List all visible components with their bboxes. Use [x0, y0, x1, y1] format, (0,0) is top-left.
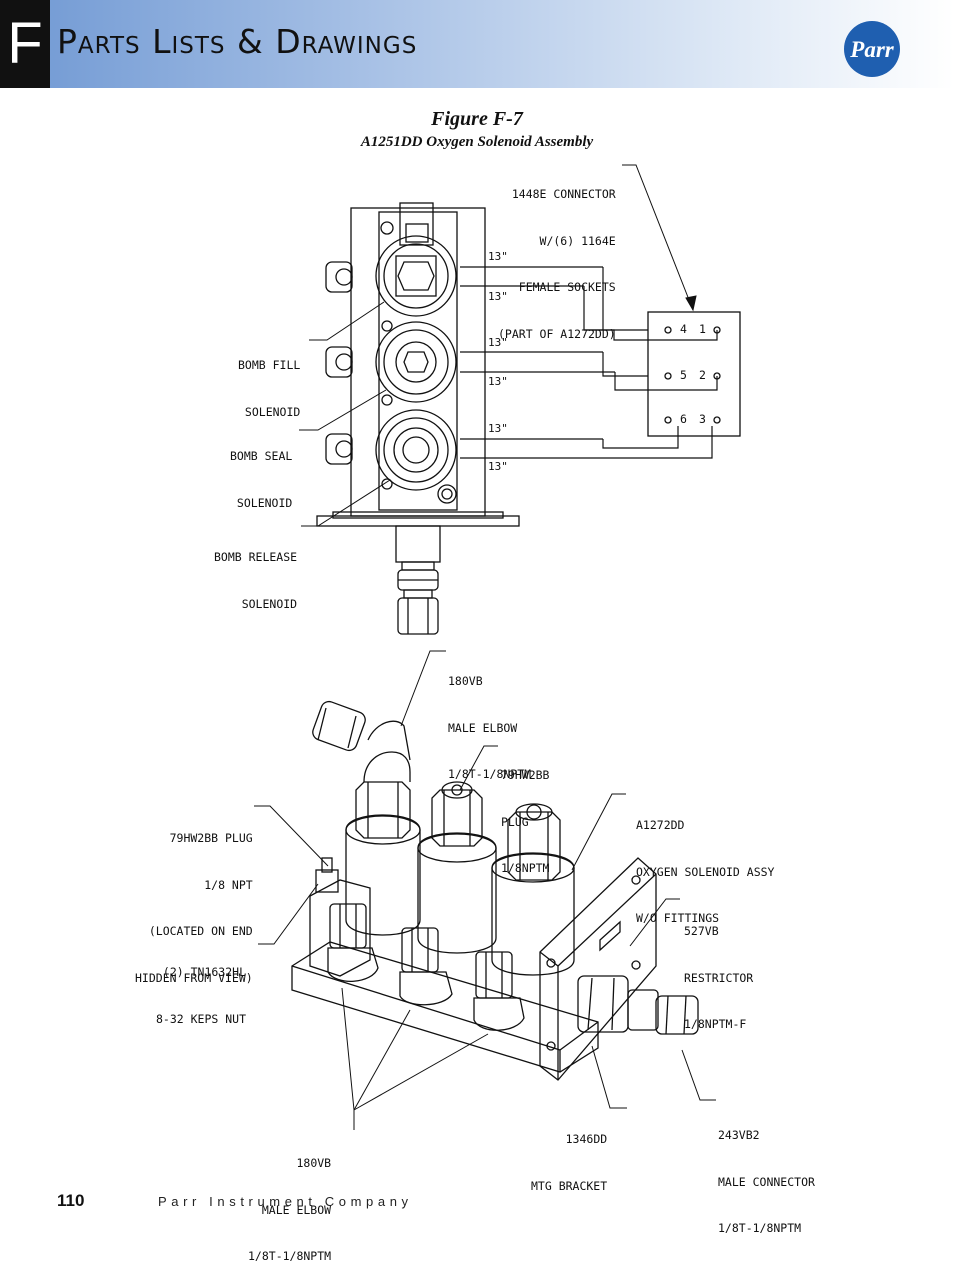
plug-79hw-label: 79HW2BB PLUG 1/8NPTM [501, 768, 550, 875]
plug-end-label: 79HW2BB PLUG 1/8 NPT (LOCATED ON END HID… [135, 831, 253, 985]
wire-length-6: 13" [488, 460, 508, 473]
technical-drawing [254, 164, 741, 1130]
wire-length-2: 13" [488, 290, 508, 303]
page-header: F Parts Lists & Drawings Parr [0, 0, 954, 88]
pin-6: 6 [680, 412, 687, 426]
pin-5: 5 [680, 368, 687, 382]
figure-title: Figure F-7 [431, 108, 523, 130]
page-number: 110 [57, 1191, 85, 1210]
bomb-fill-label: BOMB FILL SOLENOID [238, 358, 301, 419]
connector-box [647, 311, 741, 437]
section-title: Parts Lists & Drawings [57, 22, 418, 61]
bracket-label: 1346DD MTG BRACKET [531, 1132, 608, 1193]
pin-3: 3 [699, 412, 706, 426]
figure-subtitle: A1251DD Oxygen Solenoid Assembly [360, 134, 594, 150]
pin-4: 4 [680, 322, 687, 336]
section-tab-letter: F [0, 0, 50, 88]
restrictor-label: 527VB RESTRICTOR 1/8NPTM-F [684, 924, 754, 1031]
male-connector-label: 243VB2 MALE CONNECTOR 1/8T-1/8NPTM [718, 1128, 815, 1235]
solenoid-assembly-isometric [291, 700, 699, 1081]
solenoid-assembly-top-view [316, 202, 520, 635]
solenoid-wires [460, 266, 718, 459]
leader-lines-top [299, 164, 697, 527]
bomb-seal-label: BOMB SEAL SOLENOID [230, 449, 293, 510]
pin-2: 2 [699, 368, 706, 382]
pin-1: 1 [699, 322, 706, 336]
keps-nut-label: (2) TN1632HL 8-32 KEPS NUT [156, 965, 247, 1026]
wire-length-5: 13" [488, 422, 508, 435]
wire-length-1: 13" [488, 250, 508, 263]
wire-length-4: 13" [488, 375, 508, 388]
wire-length-3: 13" [488, 336, 508, 349]
parr-logo-icon: Parr [844, 21, 900, 77]
assy-label: A1272DD OXYGEN SOLENOID ASSY W/O FITTING… [636, 818, 775, 925]
company-name: Parr Instrument Company [158, 1194, 413, 1209]
connector-label: 1448E CONNECTOR W/(6) 1164E FEMALE SOCKE… [498, 187, 616, 341]
leader-lines-bottom [254, 650, 716, 1130]
bomb-release-label: BOMB RELEASE SOLENOID [214, 550, 298, 611]
logo-text: Parr [849, 37, 895, 62]
elbow-top-label: 180VB MALE ELBOW 1/8T-1/8NPTM [448, 674, 532, 781]
